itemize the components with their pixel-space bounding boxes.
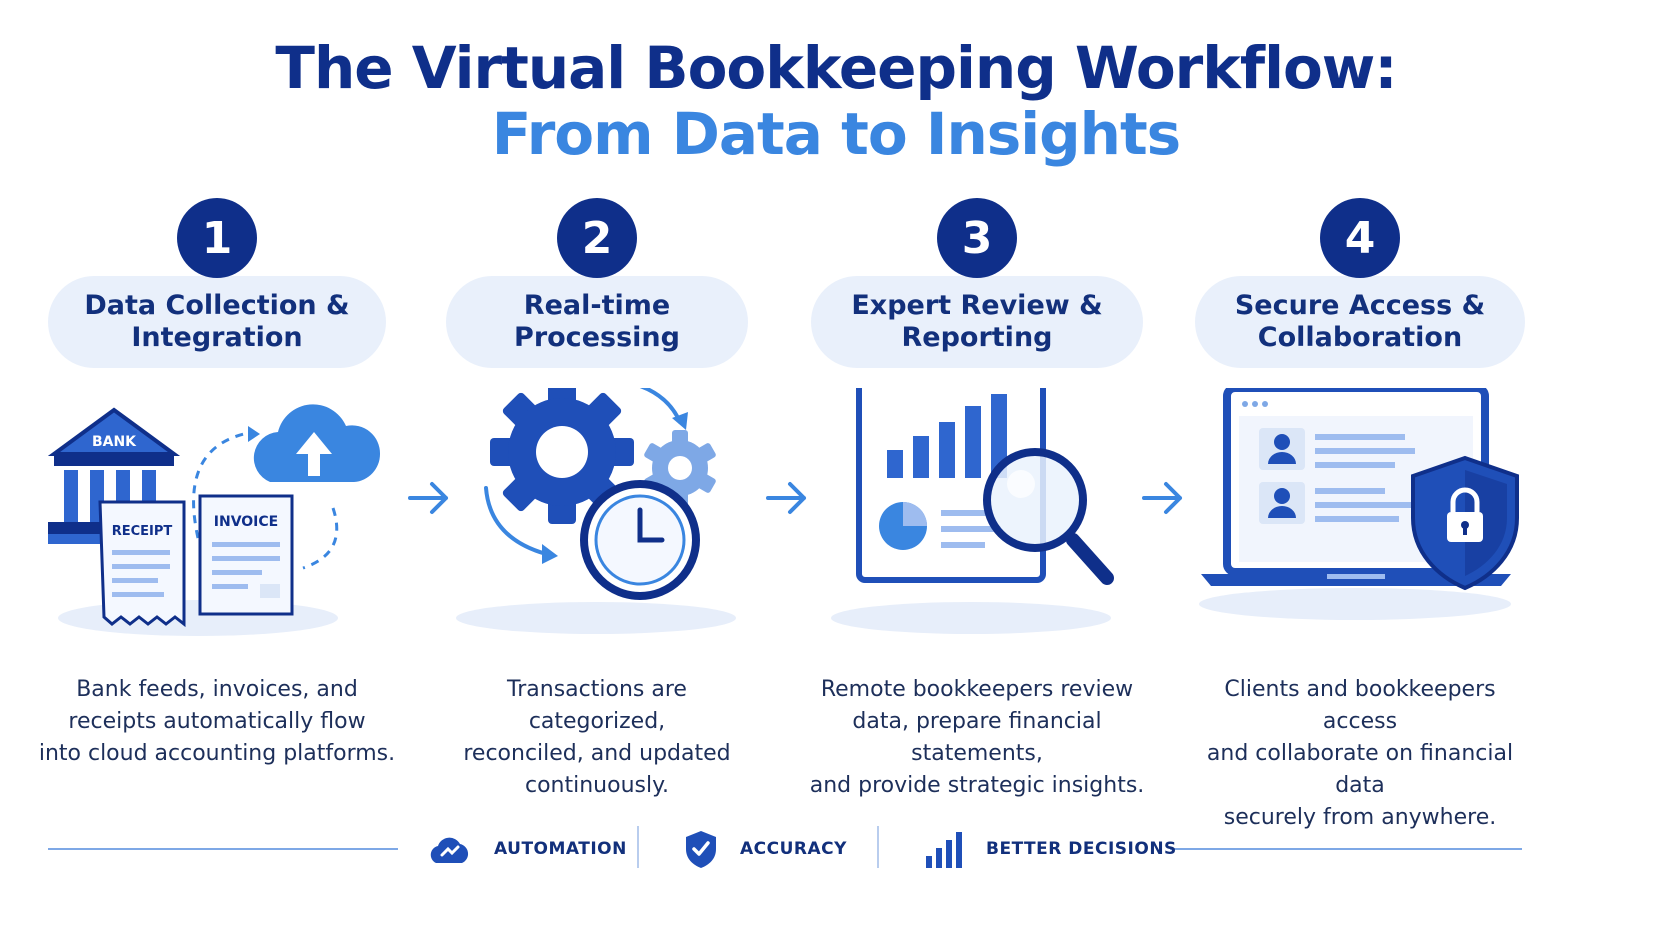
receipt-icon: RECEIPT	[98, 500, 186, 628]
step-title-line2: Reporting	[901, 322, 1053, 353]
footer-label: ACCURACY	[740, 839, 847, 859]
step-number: 1	[177, 198, 257, 278]
invoice-label: INVOICE	[214, 514, 278, 530]
report-review-illustration	[831, 388, 1114, 634]
footer-label: AUTOMATION	[494, 839, 627, 859]
step-title: Data Collection &Integration	[48, 276, 386, 368]
footer-accuracy: ACCURACY	[684, 826, 847, 872]
step-title-line1: Expert Review &	[851, 290, 1103, 321]
footer-automation: AUTOMATION	[426, 826, 627, 872]
step-title-line2: Integration	[131, 322, 303, 353]
step-title: Expert Review &Reporting	[811, 276, 1143, 368]
footer-separator	[877, 826, 879, 868]
step-description: Bank feeds, invoices, and receipts autom…	[38, 677, 396, 766]
cloud-icon	[430, 837, 469, 863]
arrow-right-icon	[408, 482, 448, 514]
secure-access-illustration	[1199, 388, 1519, 620]
footer-better-decisions: BETTER DECISIONS	[924, 826, 1177, 872]
data-collection-illustration: BANK RECEIPT INVOICE	[48, 404, 381, 636]
page-subtitle: From Data to Insights	[491, 100, 1181, 168]
arrow-right-icon	[1142, 482, 1182, 514]
step-title: Secure Access &Collaboration	[1195, 276, 1525, 368]
footer-label: BETTER DECISIONS	[986, 839, 1177, 859]
shield-lock-icon	[1411, 455, 1519, 591]
step-description: Transactions are categorized, reconciled…	[463, 677, 731, 798]
clock-icon	[580, 480, 700, 600]
step-description: Clients and bookkeepers access and colla…	[1206, 677, 1514, 830]
step-title-line2: Collaboration	[1257, 322, 1463, 353]
step-number: 3	[937, 198, 1017, 278]
step-title-line1: Secure Access &	[1234, 290, 1486, 321]
step-title-line1: Data Collection &	[84, 290, 350, 321]
bank-label: BANK	[92, 434, 137, 450]
footer-divider-right	[1170, 848, 1522, 850]
footer-separator	[637, 826, 639, 868]
step-title-line2: Processing	[514, 322, 680, 353]
footer-divider-left	[48, 848, 398, 850]
user-card-icon	[1259, 428, 1415, 470]
shield-check-icon	[686, 831, 716, 868]
magnifier-icon	[983, 448, 1114, 585]
step-number: 4	[1320, 198, 1400, 278]
invoice-icon: INVOICE	[198, 494, 294, 616]
arrow-right-icon	[766, 482, 806, 514]
step-number: 2	[557, 198, 637, 278]
cloud-upload-icon	[253, 404, 381, 482]
processing-illustration	[456, 388, 736, 634]
receipt-label: RECEIPT	[112, 524, 173, 539]
page-title: The Virtual Bookkeeping Workflow:	[275, 34, 1397, 102]
user-card-icon	[1259, 482, 1415, 524]
bar-chart-icon	[926, 832, 962, 868]
step-title-line1: Real-time	[523, 290, 671, 321]
step-description: Remote bookkeepers review data, prepare …	[809, 677, 1145, 798]
